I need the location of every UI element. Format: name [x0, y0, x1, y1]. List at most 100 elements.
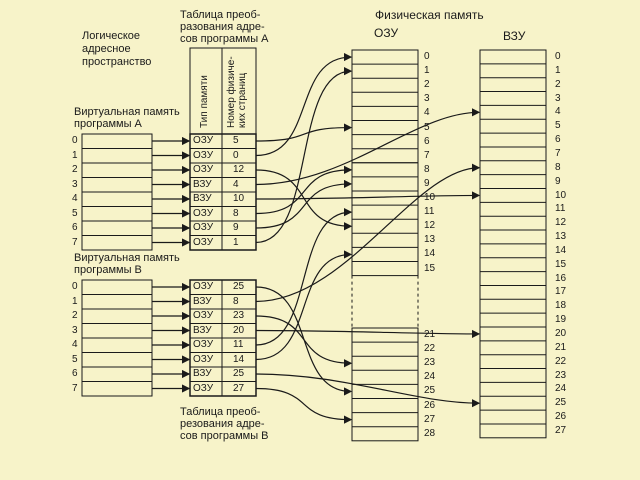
ozu-index: 8 — [424, 163, 430, 175]
table-a-to-ozu-arrow — [255, 165, 353, 215]
table-b-to-ozu-arrow — [255, 207, 353, 346]
vzu-index: 11 — [555, 203, 566, 215]
vzu-index: 12 — [555, 217, 567, 229]
vzu-index: 24 — [555, 383, 567, 395]
table-a-to-vzu-arrow — [255, 108, 481, 186]
vzu-index: 27 — [555, 424, 567, 436]
table-b-to-ozu-arrow — [255, 315, 353, 368]
table-b-to-ozu-arrow — [255, 387, 353, 424]
vm-b-index: 7 — [72, 382, 78, 394]
ozu-index: 24 — [424, 371, 436, 383]
ozu-index: 23 — [424, 357, 436, 369]
table-b-to-ozu-arrow — [255, 250, 353, 361]
vzu-index: 19 — [555, 314, 567, 326]
vzu-index: 14 — [555, 244, 567, 256]
table-a-to-ozu-arrow — [255, 52, 353, 157]
vm-b-index: 4 — [72, 339, 78, 350]
table-b-type: ОЗУ — [193, 281, 214, 292]
vzu-index: 23 — [555, 369, 567, 381]
table-a-page: 10 — [233, 193, 245, 204]
table-a-type: ОЗУ — [193, 207, 214, 219]
ozu-index: 21 — [424, 329, 436, 340]
vm-b-index: 3 — [72, 324, 78, 336]
table-a-type: ОЗУ — [193, 135, 214, 146]
ozu-index: 6 — [424, 135, 430, 147]
vzu-index: 22 — [555, 355, 567, 367]
table-a-type: ОЗУ — [193, 164, 214, 175]
table-a-type: ВЗУ — [193, 193, 212, 204]
ozu-index: 22 — [424, 343, 436, 355]
table-b-title: Таблица преоб- резования адре- сов прогр… — [180, 406, 269, 442]
table-b-type: ОЗУ — [193, 353, 214, 365]
vm-b-index: 2 — [72, 310, 78, 321]
ozu-label: ОЗУ — [374, 26, 399, 40]
vzu-index: 6 — [555, 134, 561, 146]
table-b-page: 8 — [233, 295, 239, 307]
table-a-to-ozu-arrow — [255, 179, 353, 229]
table-a-page: 5 — [233, 135, 239, 146]
vm-a-index: 1 — [72, 149, 78, 161]
table-b-type: ВЗУ — [193, 324, 212, 336]
table-b-page: 25 — [233, 368, 245, 379]
table-b-to-vzu-arrow — [255, 373, 481, 408]
table-a-page: 8 — [233, 207, 239, 219]
vzu-index: 25 — [555, 397, 567, 409]
table-b-page: 20 — [233, 324, 245, 336]
vm-a-index: 7 — [72, 236, 78, 248]
ozu-index: 2 — [424, 79, 430, 91]
table-a-page: 12 — [233, 164, 245, 175]
ozu-index: 1 — [424, 65, 430, 77]
table-a-title: Таблица преоб- разования адре- сов прогр… — [180, 9, 269, 45]
table-a-page: 1 — [233, 236, 239, 248]
ozu-index: 11 — [424, 206, 435, 218]
vm-b-index: 0 — [72, 281, 78, 292]
vm-a-index: 4 — [72, 193, 78, 204]
vzu-index: 5 — [555, 120, 561, 132]
table-b-to-vzu-arrow — [255, 163, 481, 303]
physical-memory-title: Физическая память — [375, 8, 484, 22]
table-b-type: ОЗУ — [193, 382, 214, 394]
vm-a-index: 2 — [72, 164, 78, 175]
vm-a-index: 5 — [72, 207, 78, 219]
ozu-index: 7 — [424, 149, 430, 161]
vzu-index: 10 — [555, 189, 567, 201]
vzu-index: 13 — [555, 231, 567, 243]
table-b-to-vzu-arrow — [255, 329, 481, 339]
ozu-index: 12 — [424, 220, 436, 232]
ozu-index: 28 — [424, 427, 436, 439]
vm-a-index: 3 — [72, 178, 78, 190]
column-page-number: Номер физиче- ких страниц — [226, 56, 248, 128]
vm-a-label: Виртуальная память программы А — [74, 106, 180, 130]
table-a-to-ozu-arrow — [255, 123, 353, 142]
ozu-index: 0 — [424, 51, 430, 62]
vzu-index: 16 — [555, 272, 567, 284]
vm-b-index: 1 — [72, 295, 78, 307]
table-b-type: ВЗУ — [193, 295, 212, 307]
vzu-index: 1 — [555, 64, 561, 76]
ozu-index: 10 — [424, 192, 436, 203]
vzu-index: 4 — [555, 106, 561, 118]
table-a-page: 0 — [233, 149, 239, 161]
column-memory-type: Тип памяти — [199, 75, 210, 128]
table-a-to-vzu-arrow — [255, 191, 481, 200]
vm-a-index: 0 — [72, 135, 78, 146]
vzu-index: 9 — [555, 175, 561, 187]
table-a-page: 9 — [233, 222, 239, 233]
ozu-index: 27 — [424, 413, 436, 425]
vzu-index: 2 — [555, 78, 561, 90]
ozu-index: 25 — [424, 385, 436, 397]
vm-b-index: 6 — [72, 368, 78, 379]
table-a-type: ВЗУ — [193, 178, 212, 190]
ozu-index: 5 — [424, 121, 430, 133]
vm-b-index: 5 — [72, 353, 78, 365]
ozu-index: 14 — [424, 248, 436, 260]
ozu-index: 15 — [424, 262, 436, 274]
table-b-type: ОЗУ — [193, 339, 214, 350]
vzu-index: 3 — [555, 92, 561, 104]
ozu-index: 26 — [424, 399, 436, 411]
table-a-type: ОЗУ — [193, 149, 214, 161]
table-b-type: ВЗУ — [193, 368, 212, 379]
logical-space-label: Логическое адресное пространство — [82, 30, 152, 68]
vzu-index: 21 — [555, 341, 567, 353]
